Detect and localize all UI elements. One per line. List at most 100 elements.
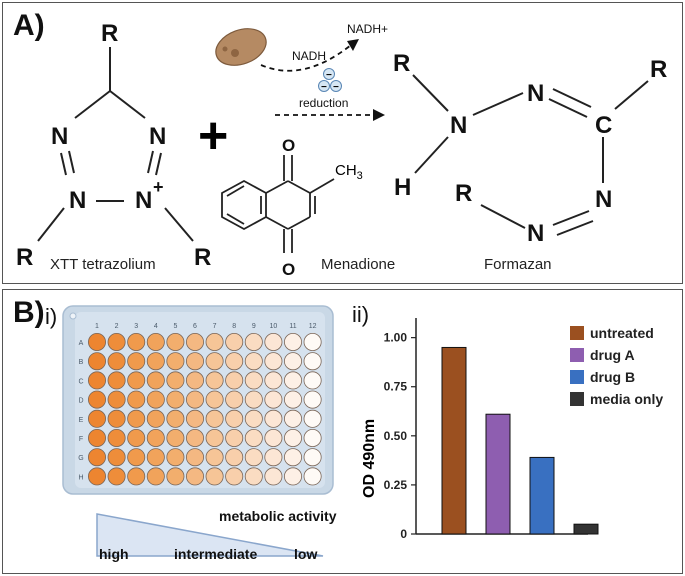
- plate-well: [166, 429, 185, 448]
- xtt-n-bottom-right: N: [135, 187, 152, 214]
- plate-well: [186, 467, 205, 486]
- plate-well: [225, 429, 244, 448]
- xtt-plus-charge: +: [153, 177, 164, 197]
- plate-well: [264, 390, 283, 409]
- plate-well: [283, 448, 302, 467]
- plate-well: [87, 390, 107, 409]
- plate-well: [127, 448, 146, 467]
- plate-well: [225, 467, 244, 486]
- plate-well: [264, 448, 283, 467]
- plate-well: [186, 409, 205, 428]
- plate-column-label: 8: [232, 323, 236, 330]
- plate-well: [107, 332, 126, 352]
- plate-column-label: 6: [193, 323, 197, 330]
- plate-well: [283, 390, 302, 409]
- plate-column-label: 4: [154, 323, 158, 330]
- plate-well: [146, 371, 165, 390]
- plate-well: [225, 448, 244, 467]
- formazan-n-4: N: [527, 220, 544, 247]
- svg-text:−: −: [333, 82, 339, 93]
- legend-swatch: [570, 348, 584, 362]
- menadione-caption: Menadione: [321, 256, 395, 273]
- plate-column-label: 3: [134, 323, 138, 330]
- xtt-n-right: N: [149, 123, 166, 150]
- plate-well: [127, 352, 146, 371]
- plate-well: [303, 371, 322, 390]
- plate-well: [107, 371, 126, 390]
- plate-well: [166, 390, 185, 409]
- plate-row-label: G: [78, 455, 83, 462]
- metabolic-activity-gradient: [96, 513, 324, 557]
- menadione-o-top: O: [282, 136, 295, 155]
- legend-swatch: [570, 392, 584, 406]
- bar-drug-A: [485, 413, 511, 535]
- xtt-r-right: R: [194, 244, 211, 271]
- plate-row-label: H: [78, 474, 83, 481]
- plate-well: [186, 332, 205, 352]
- plate-column-label: 11: [289, 323, 296, 330]
- menadione-ch3: CH3: [335, 162, 363, 182]
- plate-well: [225, 332, 244, 352]
- y-tick-label: 0: [400, 527, 407, 541]
- plate-well: [205, 332, 224, 352]
- plate-well: [107, 448, 126, 467]
- plate-well: [264, 352, 283, 371]
- plate-well: [146, 409, 165, 428]
- panel-a-label: A): [13, 9, 45, 42]
- electrons-icon: − − −: [318, 68, 342, 93]
- plate-well: [87, 352, 107, 371]
- plate-well: [225, 371, 244, 390]
- plate-well: [146, 429, 165, 448]
- plate-well: [205, 371, 224, 390]
- plate-well: [186, 448, 205, 467]
- panel-a-diagram: R N N N N + R R XTT tetrazolium + NADH N…: [16, 20, 667, 279]
- y-tick-label: 1.00: [384, 331, 408, 345]
- legend-swatch: [570, 326, 584, 340]
- legend-label: drug A: [590, 347, 635, 363]
- plate-well: [205, 352, 224, 371]
- metabolic-activity-title: metabolic activity: [219, 508, 337, 524]
- reduction-arrowhead: [373, 109, 385, 121]
- formazan-structure: [412, 74, 649, 236]
- plate-row-label: E: [79, 417, 84, 424]
- plate-well: [166, 332, 185, 352]
- plate-well: [166, 352, 185, 371]
- plate-well: [146, 352, 165, 371]
- plate-column-label: 5: [173, 323, 177, 330]
- plate-well: [244, 467, 263, 486]
- plate-well: [283, 371, 302, 390]
- plate-well: [166, 467, 185, 486]
- bar-untreated: [441, 346, 467, 535]
- plate-row-label: B: [79, 359, 84, 366]
- plate-well: [264, 371, 283, 390]
- plate-well: [303, 390, 322, 409]
- plate-well: [186, 371, 205, 390]
- plate-row-label: D: [78, 398, 83, 405]
- gradient-wedge: [96, 513, 324, 557]
- plate-row-label: F: [79, 436, 83, 443]
- plate-well: [303, 467, 322, 486]
- plate-well: [107, 429, 126, 448]
- nadh-label: NADH: [292, 49, 326, 63]
- plate-well: [107, 467, 126, 486]
- plate-well: [205, 390, 224, 409]
- plate-well: [244, 409, 263, 428]
- plate-well: [127, 371, 146, 390]
- plate-well: [87, 429, 107, 448]
- xtt-r-top: R: [101, 20, 118, 47]
- plate-well: [303, 448, 322, 467]
- plate-well: [107, 352, 126, 371]
- legend-label: media only: [590, 391, 663, 407]
- plate-well: [166, 448, 185, 467]
- plate-well: [244, 332, 263, 352]
- plate-well: [127, 429, 146, 448]
- plate-well: [87, 332, 107, 352]
- nadh-arrowhead: [347, 39, 359, 51]
- gradient-low-label: low: [294, 546, 318, 562]
- plate-well: [186, 429, 205, 448]
- plate-well: [225, 352, 244, 371]
- plate-well: [87, 467, 107, 486]
- plate-well: [205, 467, 224, 486]
- formazan-n-1: N: [450, 112, 467, 139]
